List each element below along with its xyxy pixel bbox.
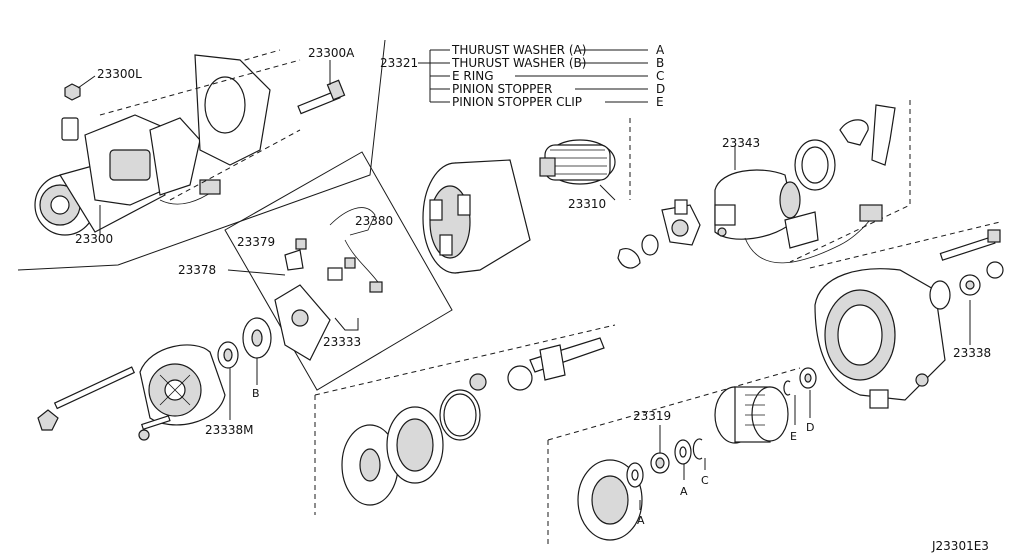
callout-23300a: 23300A [308,46,355,60]
tag-d: D [806,421,814,434]
solenoid-23343 [714,145,883,264]
tag-b: B [252,387,260,400]
through-bolt [37,366,136,431]
bolt-right [939,229,1001,261]
collar-23319 [650,425,670,474]
legend-key-c: C [656,69,664,83]
part-callouts: 23300A 23300L 23300 23321 23380 23379 23… [75,46,991,437]
nut-23300l [64,75,96,101]
legend-item-pinion-stopper: PINION STOPPER [452,82,552,96]
lever-clip [839,104,896,166]
tag-a-upper: A [680,485,688,498]
rear-cover [139,344,226,426]
tag-a-lower: A [637,514,645,527]
pinion-stopper [799,367,817,418]
pinion-gear [714,386,789,444]
legend-item-pinion-stopper-clip: PINION STOPPER CLIP [452,95,582,109]
front-housing [814,268,951,409]
tag-c: C [701,474,709,487]
callout-23300l: 23300L [97,67,142,81]
callout-23338m: 23338M [205,423,254,437]
diagram-code: J23301E3 [931,539,989,553]
lever-bracket [617,199,701,269]
legend-item-e-ring: E RING [452,69,494,83]
legend-key-a: A [656,43,665,57]
front-cover [577,459,643,541]
small-screw [138,415,171,441]
legend-key-d: D [656,82,665,96]
thrust-washer-a-upper [674,439,692,480]
callout-23319: 23319 [633,409,671,423]
pinion-shaft-assembly [469,337,605,391]
callout-23343: 23343 [722,136,760,150]
brush-holder-set-23378 [227,207,383,361]
legend-key-b: B [656,56,664,70]
callout-23338: 23338 [953,346,991,360]
planetary-cover [341,424,399,506]
legend-item-thrust-washer-a: THURUST WASHER (A) [451,43,586,57]
bolt-23300a [297,60,346,115]
legend-23321: THURUST WASHER (A) THURUST WASHER (B) E … [418,43,665,109]
starter-assembly-23300 [34,54,301,236]
spring [794,139,836,191]
tag-e: E [790,430,797,443]
bushing-23338 [959,261,1004,345]
callout-23333: 23333 [323,335,361,349]
callout-23380: 23380 [355,214,393,228]
callout-23378: 23378 [178,263,216,277]
callout-23321: 23321 [380,56,418,70]
letter-tags: B A A C E D [252,387,814,527]
armature-23310 [539,139,616,201]
callout-23379: 23379 [237,235,275,249]
legend-item-thrust-washer-b: THURUST WASHER (B) [451,56,586,70]
thrust-washer-a-lower [626,462,644,488]
e-ring [692,438,706,470]
thrust-washer-b [242,317,272,385]
bushing-23338m [217,341,239,420]
yoke-field-frame [422,159,531,274]
legend-key-e: E [656,95,664,109]
o-ring [439,389,481,441]
pinion-stopper-clip [783,380,796,425]
callout-23300: 23300 [75,232,113,246]
internal-gear [386,406,444,484]
callout-23310: 23310 [568,197,606,211]
